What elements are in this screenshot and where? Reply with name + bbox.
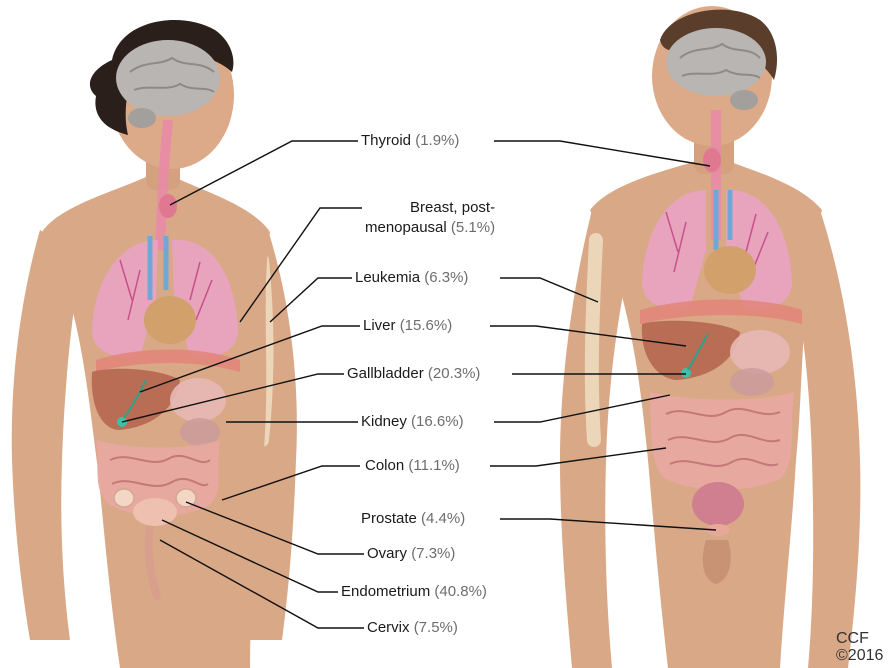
male-brain: [666, 28, 766, 96]
label-colon: Colon (11.1%): [362, 457, 463, 475]
label-liver-pct: (15.6%): [400, 317, 453, 334]
label-thyroid-name: Thyroid: [361, 132, 411, 149]
label-gallbladder-name: Gallbladder: [347, 365, 424, 382]
label-breast-pct: (5.1%): [451, 219, 495, 236]
label-prostate-pct: (4.4%): [421, 510, 465, 527]
label-cervix: Cervix (7.5%): [364, 619, 461, 637]
label-thyroid: Thyroid (1.9%): [358, 132, 462, 150]
leader-thyroid-male: [494, 141, 710, 166]
label-liver-name: Liver: [363, 317, 396, 334]
copyright-credit: CCF ©2016: [836, 630, 883, 664]
label-breast-name: menopausal: [365, 219, 447, 236]
label-ovary: Ovary (7.3%): [364, 545, 458, 563]
label-breast: Breast, post- menopausal (5.1%): [362, 198, 498, 238]
label-leukemia-name: Leukemia: [355, 269, 420, 286]
female-brain: [116, 40, 220, 116]
label-ovary-name: Ovary: [367, 545, 407, 562]
label-ovary-pct: (7.3%): [411, 545, 455, 562]
label-kidney-name: Kidney: [361, 413, 407, 430]
label-leukemia-pct: (6.3%): [424, 269, 468, 286]
label-gallbladder: Gallbladder (20.3%): [344, 365, 483, 383]
credit-line1: CCF: [836, 630, 883, 647]
male-figure: [560, 6, 860, 668]
label-endometrium-pct: (40.8%): [434, 583, 487, 600]
credit-line2: ©2016: [836, 647, 883, 664]
label-endometrium: Endometrium (40.8%): [338, 583, 490, 601]
label-thyroid-pct: (1.9%): [415, 132, 459, 149]
label-prostate: Prostate (4.4%): [358, 510, 468, 528]
male-bladder: [692, 482, 744, 526]
label-kidney: Kidney (16.6%): [358, 413, 467, 431]
label-leukemia: Leukemia (6.3%): [352, 269, 471, 287]
label-breast-line1: Breast, post-: [365, 198, 495, 218]
label-liver: Liver (15.6%): [360, 317, 455, 335]
label-colon-name: Colon: [365, 457, 404, 474]
male-heart: [704, 246, 756, 294]
label-cervix-name: Cervix: [367, 619, 410, 636]
label-endometrium-name: Endometrium: [341, 583, 430, 600]
female-figure: [12, 20, 297, 668]
label-kidney-pct: (16.6%): [411, 413, 464, 430]
label-prostate-name: Prostate: [361, 510, 417, 527]
label-gallbladder-pct: (20.3%): [428, 365, 481, 382]
label-colon-pct: (11.1%): [408, 457, 459, 474]
female-heart: [144, 296, 196, 344]
label-cervix-pct: (7.5%): [414, 619, 458, 636]
